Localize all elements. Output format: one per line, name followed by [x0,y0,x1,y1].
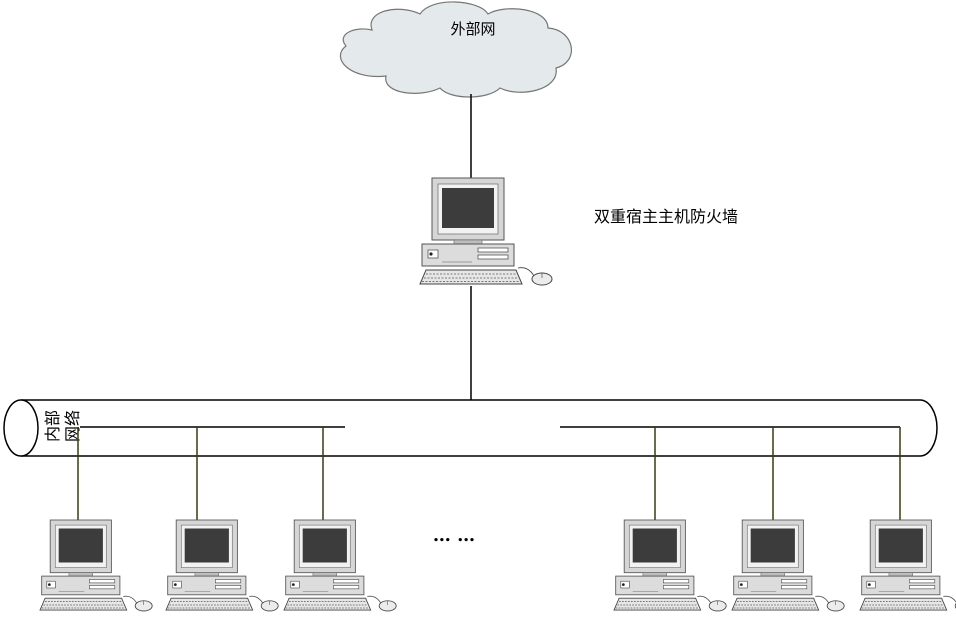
host-computer-icon [613,519,727,612]
firewall-label: 双重宿主主机防火墙 [594,207,738,226]
host-computer-icon [165,519,279,612]
firewall-computer-icon [419,177,553,286]
bus-label-line1: 内部 [43,410,62,442]
bus-tube-end [3,399,39,457]
cloud-label: 外部网 [450,20,495,38]
bus-tube [21,399,938,457]
host-computer-icon [859,519,956,612]
host-computer-icon [39,519,153,612]
ellipsis-label: … … [433,525,475,546]
bus-label-line2: 网络 [63,410,82,442]
host-computer-icon [731,519,845,612]
cloud-shape [339,1,572,98]
host-computer-icon [283,519,397,612]
